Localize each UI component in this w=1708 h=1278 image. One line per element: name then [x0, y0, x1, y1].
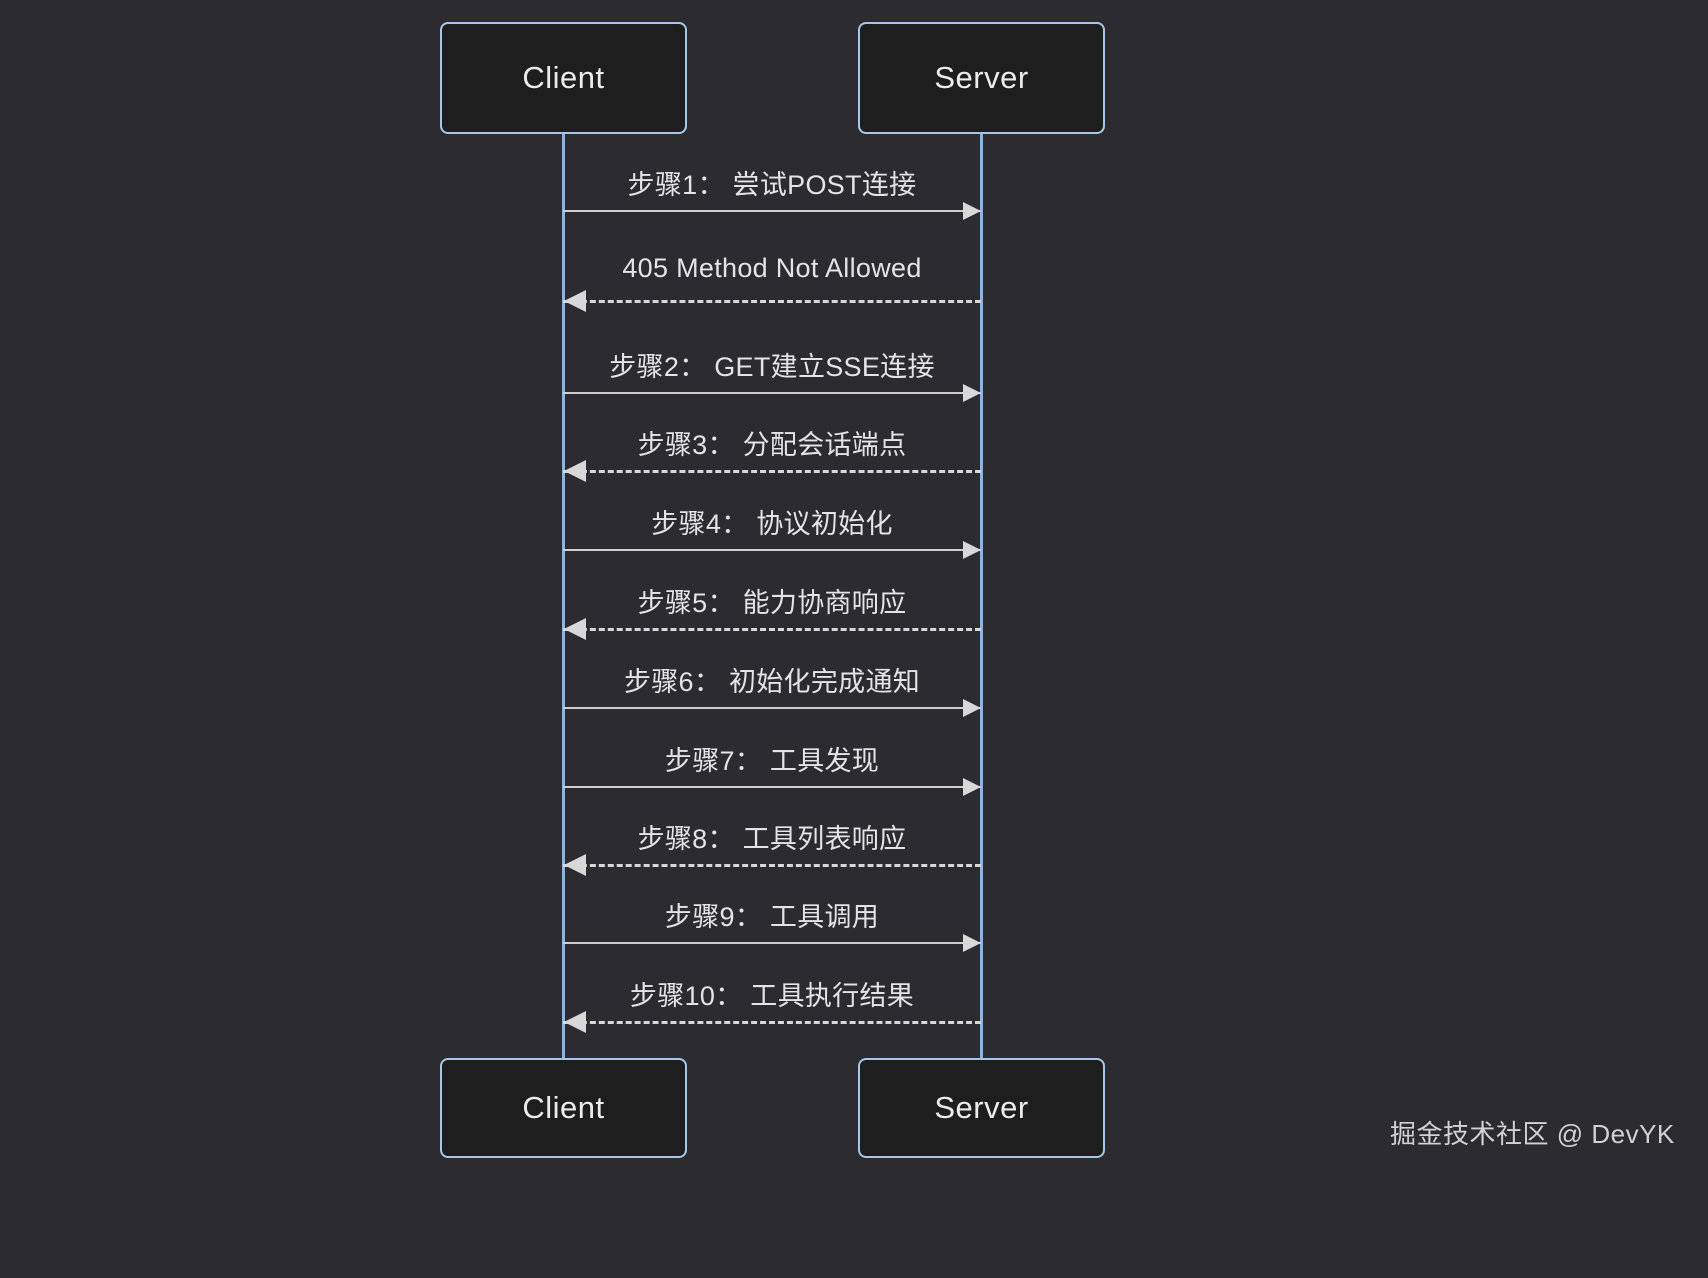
message-label: 步骤10： 工具执行结果 — [629, 981, 915, 1011]
message-label: 步骤1： 尝试POST连接 — [627, 170, 917, 200]
arrowhead-right-icon — [963, 202, 981, 220]
message-line-solid — [563, 392, 981, 394]
message-label: 步骤4： 协议初始化 — [651, 509, 893, 539]
message-label: 405 Method Not Allowed — [622, 253, 922, 283]
participant-label-server-top: Server — [934, 60, 1029, 95]
lifeline-client — [562, 134, 565, 1058]
arrowhead-left-icon — [564, 290, 586, 312]
message-label: 步骤7： 工具发现 — [664, 746, 880, 776]
message-line-dashed — [563, 1021, 981, 1024]
participant-label-client-top: Client — [522, 60, 605, 95]
message-label: 步骤6： 初始化完成通知 — [623, 667, 921, 697]
message-line-solid — [563, 942, 981, 944]
arrowhead-left-icon — [564, 460, 586, 482]
participant-box-server-bottom[interactable]: Server — [858, 1058, 1105, 1158]
message-line-solid — [563, 210, 981, 212]
message-line-dashed — [563, 864, 981, 867]
message-line-dashed — [563, 628, 981, 631]
message-line-solid — [563, 786, 981, 788]
arrowhead-right-icon — [963, 541, 981, 559]
message-line-dashed — [563, 470, 981, 473]
participant-box-client-top[interactable]: Client — [440, 22, 687, 134]
arrowhead-left-icon — [564, 618, 586, 640]
participant-box-client-bottom[interactable]: Client — [440, 1058, 687, 1158]
arrowhead-left-icon — [564, 1011, 586, 1033]
message-label: 步骤8： 工具列表响应 — [637, 824, 907, 854]
message-label: 步骤5： 能力协商响应 — [637, 588, 907, 618]
message-line-dashed — [563, 300, 981, 303]
message-label: 步骤2： GET建立SSE连接 — [609, 352, 935, 382]
arrowhead-left-icon — [564, 854, 586, 876]
message-line-solid — [563, 707, 981, 709]
participant-label-client-bottom: Client — [522, 1090, 605, 1125]
arrowhead-right-icon — [963, 384, 981, 402]
arrowhead-right-icon — [963, 699, 981, 717]
watermark: 掘金技术社区 @ DevYK — [1390, 1119, 1675, 1149]
participant-label-server-bottom: Server — [934, 1090, 1029, 1125]
message-line-solid — [563, 549, 981, 551]
lifeline-server — [980, 134, 983, 1058]
arrowhead-right-icon — [963, 778, 981, 796]
message-label: 步骤9： 工具调用 — [664, 902, 880, 932]
message-label: 步骤3： 分配会话端点 — [637, 430, 907, 460]
participant-box-server-top[interactable]: Server — [858, 22, 1105, 134]
arrowhead-right-icon — [963, 934, 981, 952]
